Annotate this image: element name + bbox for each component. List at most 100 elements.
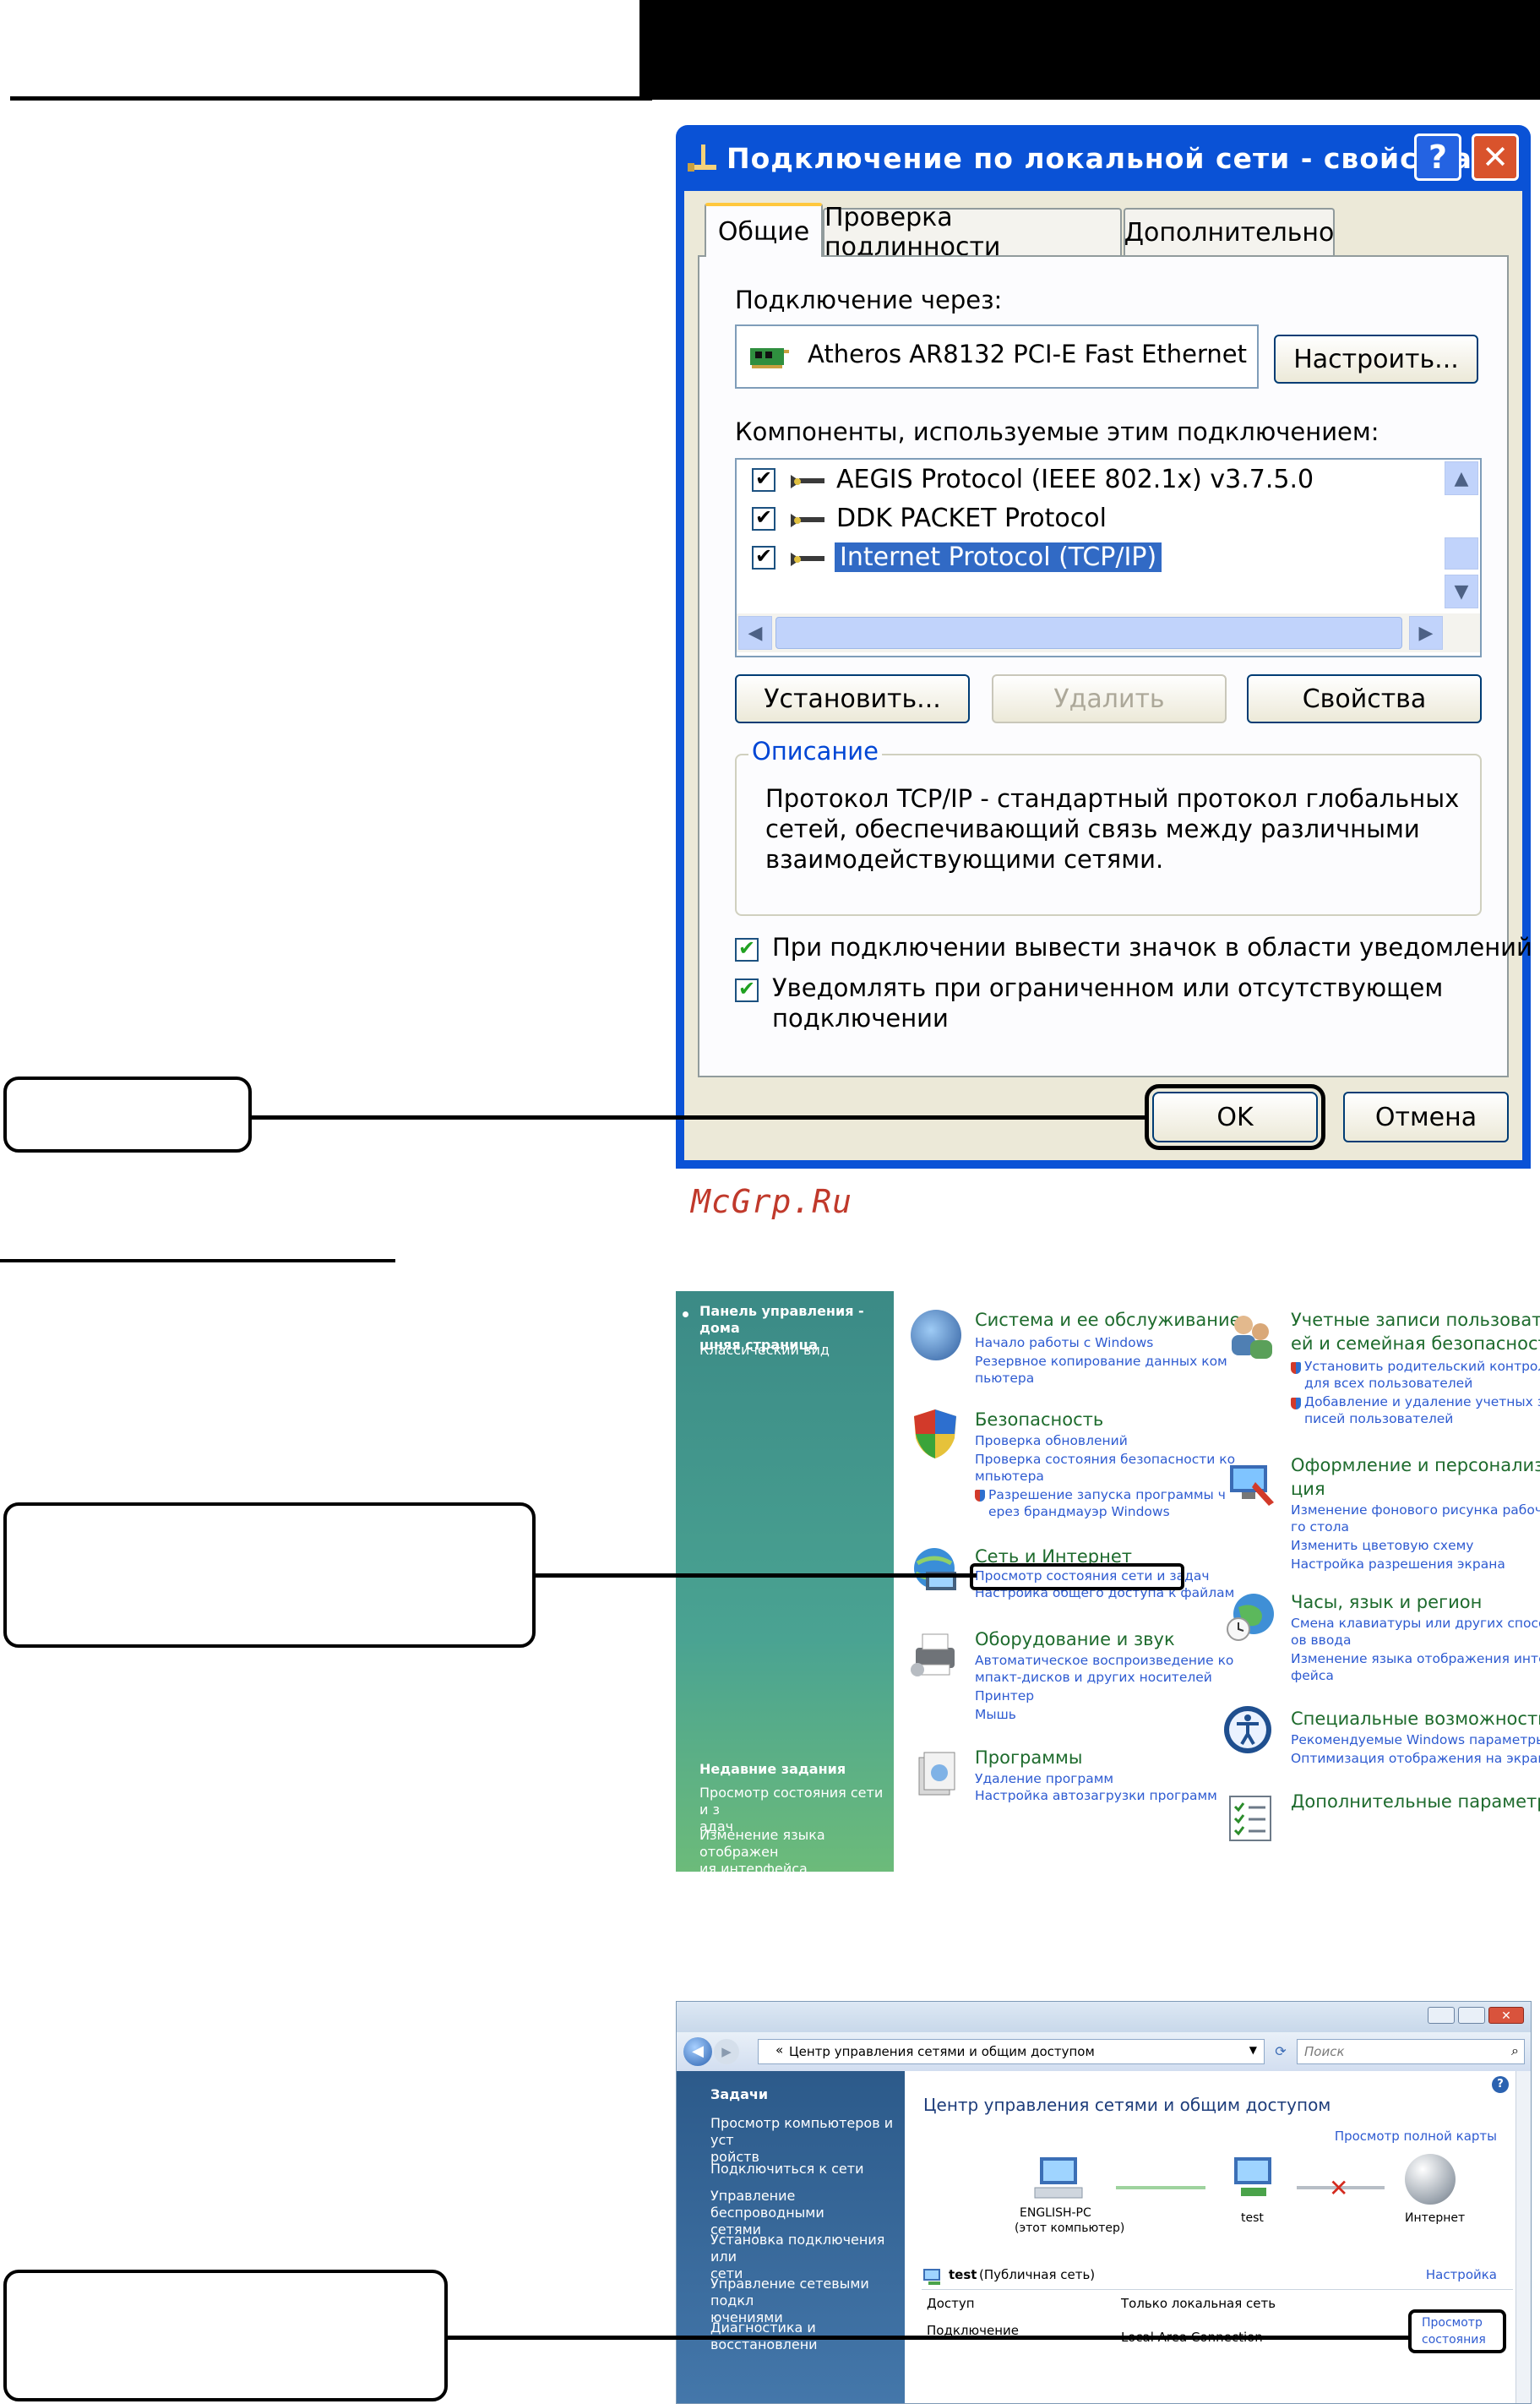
category-security-link-1[interactable]: Проверка обновлений: [975, 1433, 1128, 1448]
category-system-link-1[interactable]: Начало работы с Windows: [975, 1335, 1154, 1350]
category-security-link-2[interactable]: Проверка состояния безопасности ко: [975, 1452, 1236, 1467]
category-accessibility-link-2[interactable]: Оптимизация отображения на экране: [1291, 1751, 1540, 1766]
category-appearance-title-1[interactable]: Оформление и персонализа: [1291, 1455, 1540, 1475]
category-appearance-link-1[interactable]: Изменение фонового рисунка рабоче: [1291, 1502, 1540, 1518]
main-scrollbar[interactable]: [1516, 2071, 1531, 2403]
scroll-right-button[interactable]: ▶: [1409, 616, 1443, 650]
help-button[interactable]: ?: [1414, 134, 1461, 181]
category-system-link-2[interactable]: Резервное копирование данных ком: [975, 1354, 1227, 1369]
refresh-button[interactable]: ⟳: [1275, 2043, 1287, 2059]
category-hardware-link-1b[interactable]: мпакт-дисков и других носителей: [975, 1670, 1212, 1685]
uac-shield-icon: [1291, 1362, 1301, 1374]
view-status-link[interactable]: Просмотр состояния: [1408, 2309, 1506, 2353]
notify-icon-checkbox[interactable]: [735, 936, 759, 962]
notify-limited-label-1[interactable]: Уведомлять при ограниченном или отсутств…: [772, 973, 1444, 1002]
category-users-title-1[interactable]: Учетные записи пользовател: [1291, 1310, 1540, 1330]
category-hardware-link-1[interactable]: Автоматическое воспроизведение ко: [975, 1653, 1234, 1668]
network-setup-link[interactable]: Настройка: [1425, 2267, 1497, 2282]
category-security-link-3[interactable]: Разрешение запуска программы ч: [988, 1487, 1226, 1502]
components-list: AEGIS Protocol (IEEE 802.1x) v3.7.5.0 DD…: [735, 458, 1482, 657]
forward-button[interactable]: ▶: [714, 2039, 739, 2064]
category-system-link-2b[interactable]: пьютера: [975, 1371, 1035, 1386]
category-additional-title[interactable]: Дополнительные параметры: [1291, 1791, 1540, 1812]
notify-icon-label[interactable]: При подключении вывести значок в области…: [772, 933, 1532, 962]
sidebar-classic-view-link[interactable]: Классический вид: [699, 1342, 830, 1358]
search-icon[interactable]: ⌕: [1511, 2042, 1519, 2058]
address-prefix: «: [775, 2042, 784, 2058]
view-status-line-1: Просмотр: [1422, 2316, 1483, 2330]
category-programs-link-1[interactable]: Удаление программ: [975, 1771, 1114, 1786]
component-label-1[interactable]: AEGIS Protocol (IEEE 802.1x) v3.7.5.0: [836, 465, 1314, 494]
component-label-2[interactable]: DDK PACKET Protocol: [836, 504, 1107, 533]
window-close-button[interactable]: ✕: [1488, 2007, 1524, 2024]
category-network-link-view-status[interactable]: Просмотр состояния сети и задач: [975, 1568, 1210, 1584]
category-region-link-1b[interactable]: ов ввода: [1291, 1633, 1352, 1648]
minimize-button[interactable]: [1428, 2007, 1455, 2024]
category-accessibility-title[interactable]: Специальные возможности: [1291, 1709, 1540, 1729]
dialog-titlebar: Подключение по локальной сети - свойства: [686, 130, 1521, 186]
category-users-link-2[interactable]: Добавление и удаление учетных за: [1304, 1394, 1540, 1409]
scroll-up-button[interactable]: ▲: [1445, 461, 1478, 495]
category-system-title[interactable]: Система и ее обслуживание: [975, 1310, 1241, 1330]
task-diagnostics[interactable]: Диагностика и восстановлени: [710, 2320, 818, 2352]
install-button[interactable]: Установить...: [735, 674, 970, 723]
component-label-3-selected[interactable]: Internet Protocol (TCP/IP): [835, 542, 1162, 572]
category-appearance-title-2[interactable]: ция: [1291, 1479, 1325, 1499]
category-hardware-title[interactable]: Оборудование и звук: [975, 1629, 1175, 1649]
category-users-link-1b[interactable]: для всех пользователей: [1304, 1376, 1473, 1391]
scroll-left-button[interactable]: ◀: [738, 616, 772, 650]
cancel-button[interactable]: Отмена: [1343, 1092, 1509, 1142]
category-programs-title[interactable]: Программы: [975, 1747, 1083, 1768]
component-checkbox-2[interactable]: [752, 505, 775, 531]
category-programs-link-2[interactable]: Настройка автозагрузки программ: [975, 1788, 1217, 1803]
tab-advanced[interactable]: Дополнительно: [1124, 208, 1335, 255]
category-accessibility-link-1[interactable]: Рекомендуемые Windows параметры: [1291, 1732, 1540, 1747]
task-connect[interactable]: Подключиться к сети: [710, 2161, 864, 2177]
horizontal-scrollbar[interactable]: ◀ ▶: [737, 613, 1480, 652]
address-field[interactable]: Центр управления сетями и общим доступом…: [758, 2039, 1265, 2064]
help-icon[interactable]: ?: [1492, 2076, 1509, 2093]
category-region-link-2b[interactable]: фейса: [1291, 1668, 1334, 1683]
component-checkbox-3[interactable]: [752, 544, 775, 570]
category-users-title-2[interactable]: ей и семейная безопасность: [1291, 1333, 1540, 1354]
category-security-title[interactable]: Безопасность: [975, 1409, 1104, 1430]
category-hardware-link-3[interactable]: Мышь: [975, 1707, 1016, 1722]
scroll-down-button[interactable]: ▼: [1445, 575, 1478, 608]
category-users-link-1[interactable]: Установить родительский контроль: [1304, 1359, 1540, 1374]
category-region-link-1[interactable]: Смена клавиатуры или других способ: [1291, 1616, 1540, 1631]
dropdown-arrow-icon[interactable]: ▼: [1249, 2044, 1257, 2056]
bullet-icon: [683, 1311, 688, 1317]
category-region-title[interactable]: Часы, язык и регион: [1291, 1592, 1483, 1612]
maximize-button[interactable]: [1458, 2007, 1485, 2024]
category-hardware-link-2[interactable]: Принтер: [975, 1688, 1035, 1704]
ok-button[interactable]: OK: [1145, 1084, 1325, 1150]
category-appearance-link-2[interactable]: Изменить цветовую схему: [1291, 1538, 1474, 1553]
view-full-map-link[interactable]: Просмотр полной карты: [1334, 2129, 1497, 2144]
configure-button[interactable]: Настроить...: [1274, 335, 1478, 384]
back-button[interactable]: ◀: [683, 2037, 712, 2066]
horizontal-scroll-thumb[interactable]: [775, 617, 1402, 649]
tab-authentication[interactable]: Проверка подлинности: [823, 203, 1122, 262]
category-appearance-link-3[interactable]: Настройка разрешения экрана: [1291, 1556, 1505, 1572]
component-checkbox-1[interactable]: [752, 466, 775, 492]
category-security-link-3b[interactable]: ерез брандмауэр Windows: [988, 1504, 1170, 1519]
category-security-link-2b[interactable]: мпьютера: [975, 1469, 1044, 1484]
close-button[interactable]: ✕: [1472, 134, 1519, 181]
category-appearance-link-1b[interactable]: го стола: [1291, 1519, 1349, 1535]
notify-limited-label-2[interactable]: подключении: [772, 1004, 949, 1033]
vertical-scroll-thumb[interactable]: [1445, 537, 1478, 570]
category-users-link-2b[interactable]: писей пользователей: [1304, 1411, 1454, 1426]
category-region-link-2[interactable]: Изменение языка отображения интер: [1291, 1651, 1540, 1666]
remove-button[interactable]: Удалить: [992, 674, 1227, 723]
search-field[interactable]: Поиск ⌕: [1297, 2039, 1525, 2064]
properties-button[interactable]: Свойства: [1247, 674, 1482, 723]
notify-limited-checkbox[interactable]: [735, 977, 759, 1002]
tab-general[interactable]: Общие: [705, 203, 823, 257]
